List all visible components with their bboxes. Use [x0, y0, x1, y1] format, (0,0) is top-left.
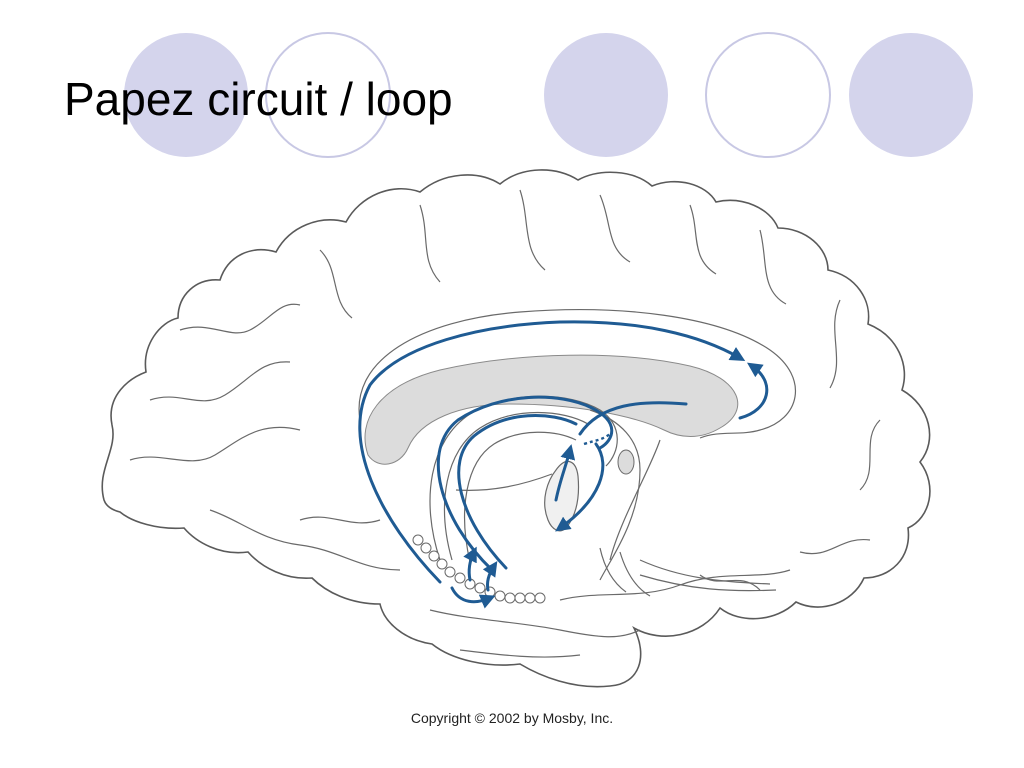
thalamocingulate-pathway	[554, 444, 576, 502]
sulci-lines	[129, 189, 881, 658]
anterior-hook-pathway	[738, 362, 769, 420]
hippocampus-beads	[412, 534, 546, 604]
decor-circle-outline-2	[705, 32, 831, 158]
decor-circle-outline-1	[265, 32, 391, 158]
decorative-circles	[124, 32, 973, 158]
thalamic-radiation-pathway	[578, 401, 688, 436]
brainstem-lines	[599, 547, 777, 597]
mammillothalamic-pathway	[555, 442, 605, 532]
papez-pathways	[358, 320, 769, 609]
copyright-notice: Copyright © 2002 by Mosby, Inc.	[410, 710, 614, 726]
fornix-pathway-inner	[457, 414, 578, 570]
decor-circle-filled-2	[544, 33, 668, 157]
hippocampal-up-pathway-2	[463, 546, 477, 582]
cingulum-pathway	[358, 320, 746, 584]
decor-circle-filled-3	[849, 33, 973, 157]
corpus-callosum	[364, 354, 739, 465]
fornix-pathway	[436, 395, 614, 572]
papez-circuit-diagram	[101, 169, 931, 688]
cingulate-gyrus-outline	[358, 309, 797, 439]
hippocampal-up-pathway	[482, 561, 498, 592]
parahippocampal-pathway	[450, 586, 496, 609]
slide-title: Papez circuit / loop	[64, 73, 453, 125]
anterior-commissure	[617, 449, 635, 475]
decor-circle-filled-1	[124, 33, 248, 157]
dotted-link	[583, 431, 613, 446]
brain-outline	[101, 169, 931, 688]
